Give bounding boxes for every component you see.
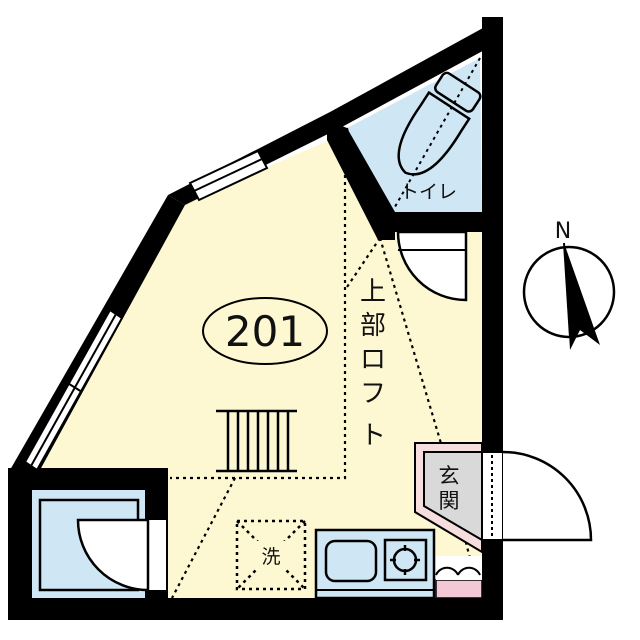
bathroom (32, 490, 166, 598)
wall-left (8, 468, 32, 620)
wall-toilet-partition (327, 120, 395, 240)
svg-text:玄: 玄 (439, 464, 460, 488)
wall-bottom (8, 598, 503, 620)
compass-north-arrow-icon: N (522, 219, 616, 350)
svg-text:洗: 洗 (261, 546, 280, 568)
svg-text:ト: ト (360, 421, 386, 451)
svg-text:N: N (555, 219, 571, 244)
ladder-icon (216, 409, 297, 473)
shoe-box (435, 556, 483, 599)
washer-space: 洗 (235, 519, 307, 591)
wall-bath-top (8, 468, 168, 490)
entrance: 玄 関 (414, 442, 483, 554)
toilet-label: トイレ (400, 181, 457, 203)
toilet-floor (347, 58, 482, 212)
sink-icon (324, 539, 378, 583)
stove-icon (383, 538, 428, 582)
front-door[interactable] (481, 450, 593, 542)
window-top (188, 149, 269, 202)
loft-label: 上 部 ロ フ ト (360, 277, 386, 451)
svg-text:上: 上 (360, 277, 386, 307)
svg-text:ロ: ロ (360, 345, 386, 375)
svg-text:関: 関 (439, 489, 460, 513)
main-room-floor (40, 140, 482, 598)
svg-text:フ: フ (360, 379, 386, 409)
toilet-door[interactable] (396, 230, 468, 302)
window-left (23, 308, 124, 472)
svg-text:部: 部 (360, 311, 386, 341)
kitchen-counter (314, 528, 436, 600)
wall-toilet-bottom (378, 212, 482, 232)
unit-number-badge: 201 (202, 297, 328, 365)
toilet-fixture-icon (346, 57, 482, 213)
svg-text:201: 201 (225, 307, 305, 356)
